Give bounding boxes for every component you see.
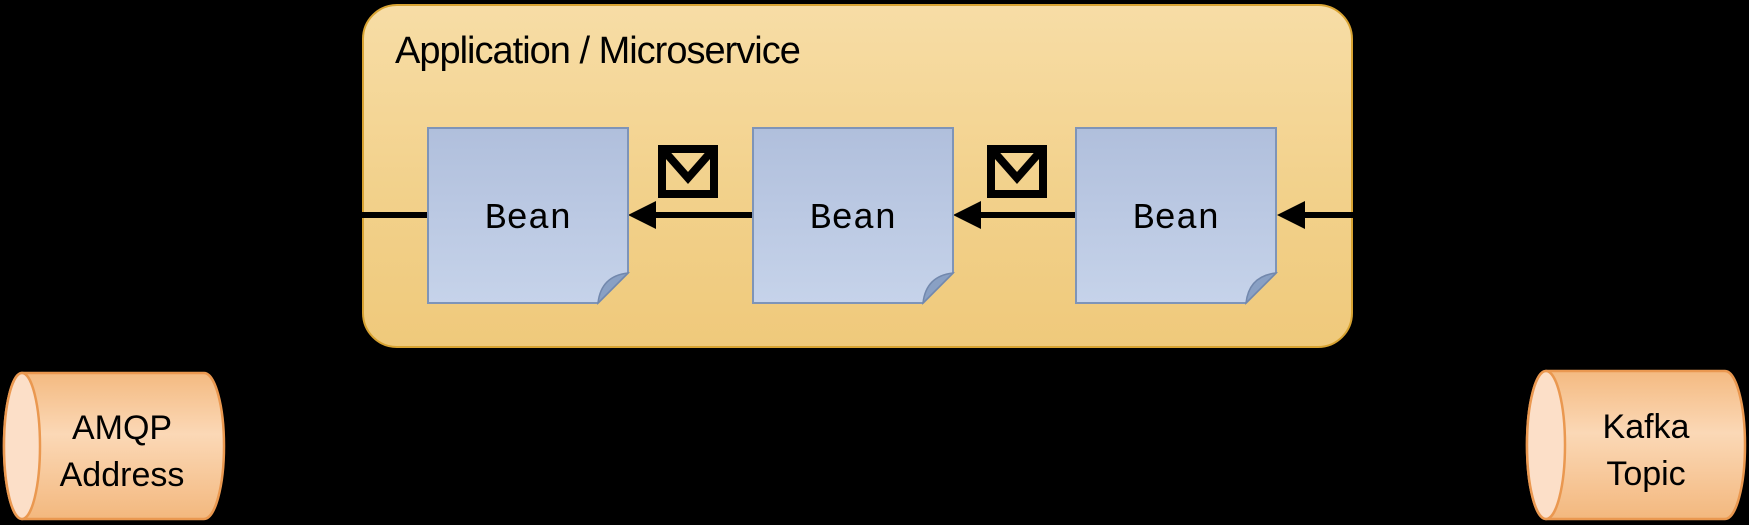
cylinder-cap [1525, 369, 1567, 521]
amqp-label-line1: AMQP [72, 409, 172, 447]
envelope-flap [662, 150, 714, 185]
arrowhead-left-icon [1277, 201, 1305, 229]
connector-line [250, 212, 428, 218]
folded-corner [597, 272, 631, 306]
kafka-cylinder: Kafka Topic [1525, 369, 1747, 521]
application-title: Application / Microservice [395, 30, 800, 72]
amqp-label-line2: Address [60, 456, 185, 494]
envelope-body [658, 145, 718, 198]
amqp-cylinder: AMQP Address [2, 371, 226, 521]
arrowhead-left-icon [628, 201, 656, 229]
bean-label: Bean [485, 198, 571, 239]
envelope-icon [987, 145, 1047, 198]
flow-arrow-from-kafka [1277, 201, 1546, 229]
kafka-label-line1: Kafka [1603, 408, 1690, 446]
bean-node-1: Bean [427, 127, 631, 306]
connector-line [1301, 212, 1546, 218]
bean-label: Bean [810, 198, 896, 239]
kafka-label-line2: Topic [1606, 455, 1685, 493]
bean-label: Bean [1133, 198, 1219, 239]
flow-connectors [224, 201, 1546, 229]
envelope-flap [991, 150, 1043, 185]
cylinder-cap [2, 371, 42, 521]
flow-arrow-bean3-to-bean2 [953, 201, 1076, 229]
bean-node-2: Bean [752, 127, 956, 306]
envelope-body [987, 145, 1047, 198]
arrowhead-left-icon [224, 202, 252, 228]
bean-node-3: Bean [1075, 127, 1279, 306]
arrowhead-left-icon [953, 201, 981, 229]
flow-arrow-to-amqp [224, 202, 428, 228]
folded-corner [1245, 272, 1279, 306]
connector-line [652, 212, 753, 218]
envelope-icon [658, 145, 718, 198]
folded-corner [922, 272, 956, 306]
connector-line [977, 212, 1076, 218]
flow-arrow-bean2-to-bean1 [628, 201, 753, 229]
